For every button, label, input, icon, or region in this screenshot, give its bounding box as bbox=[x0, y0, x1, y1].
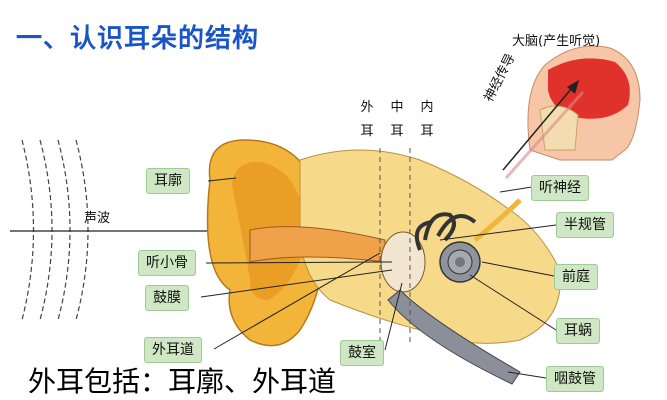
label-tympanic-cavity: 鼓室 bbox=[340, 340, 384, 366]
label-vestibule: 前庭 bbox=[554, 264, 598, 290]
summary-text: 外耳包括：耳廓、外耳道 bbox=[28, 360, 336, 400]
sound-wave-label: 声波 bbox=[84, 207, 110, 226]
label-auricle: 耳廓 bbox=[146, 168, 190, 194]
sound-waves bbox=[22, 140, 88, 320]
head-illustration bbox=[528, 46, 640, 160]
label-ossicles: 听小骨 bbox=[138, 250, 196, 276]
label-cochlea: 耳蜗 bbox=[556, 318, 600, 344]
label-auditory-nerve: 听神经 bbox=[531, 175, 589, 201]
middle-ear-region-label: 中耳 bbox=[388, 96, 406, 144]
label-eardrum: 鼓膜 bbox=[145, 285, 189, 311]
label-semicircular-canals: 半规管 bbox=[556, 212, 614, 238]
outer-ear-region-label: 外耳 bbox=[358, 96, 376, 144]
inner-ear-region-label: 内耳 bbox=[418, 96, 436, 144]
brain-caption: 大脑(产生听觉) bbox=[512, 30, 600, 49]
label-eustachian-tube: 咽鼓管 bbox=[546, 366, 604, 392]
